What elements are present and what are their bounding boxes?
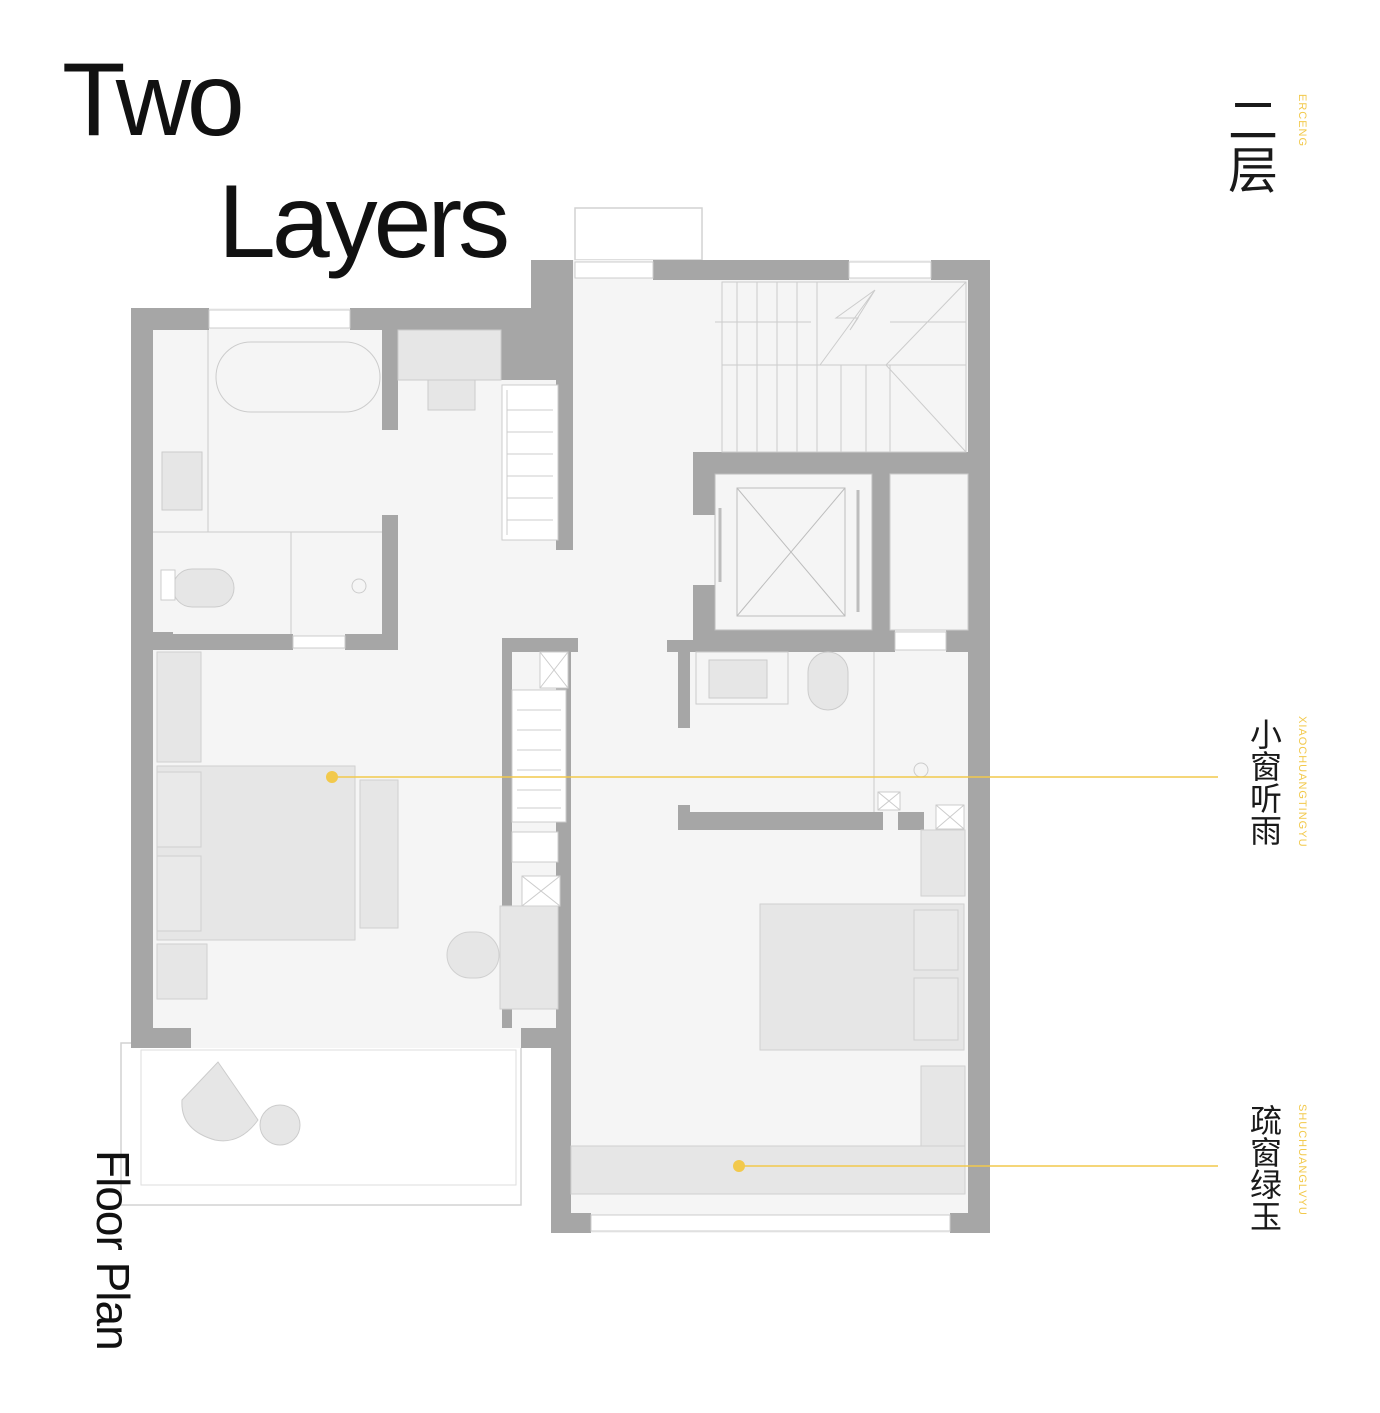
floor-label-cn: 二层 [1220, 94, 1278, 194]
title-line-layers: Layers [218, 164, 510, 280]
outer-walls [131, 260, 990, 1233]
callout-2-en: SHUCHUANGLVYU [1296, 1104, 1308, 1216]
left-bedroom [156, 651, 559, 1010]
master-bath [153, 330, 382, 634]
callout-dot-1 [326, 771, 338, 783]
service-stair-top [501, 384, 559, 541]
service-stair-mid [511, 651, 569, 907]
balcony-lounge-chair [181, 1061, 259, 1142]
top-terrace [574, 207, 703, 261]
balcony [120, 1042, 522, 1206]
elevator [714, 473, 873, 631]
guest-bath [695, 651, 965, 830]
callout-2-cn: 疏窗绿玉 [1245, 1104, 1283, 1232]
callout-1-en: XIAOCHUANGTINGYU [1296, 716, 1308, 848]
floor-label-en: ERCENG [1296, 94, 1308, 148]
callout-lines [326, 771, 1218, 1172]
callout-dot-2 [733, 1160, 745, 1172]
floor-plan-caption: Floor Plan [87, 1150, 139, 1350]
main-staircase [715, 281, 967, 453]
storage-closet [889, 473, 969, 631]
callout-1-cn: 小窗听雨 [1245, 718, 1283, 846]
title-line-two: Two [62, 42, 245, 158]
balcony-side-table [259, 1104, 301, 1146]
vanity-counter [397, 329, 502, 411]
interior-walls [153, 330, 976, 1028]
right-bedroom [570, 829, 966, 1195]
windows [208, 261, 951, 1232]
